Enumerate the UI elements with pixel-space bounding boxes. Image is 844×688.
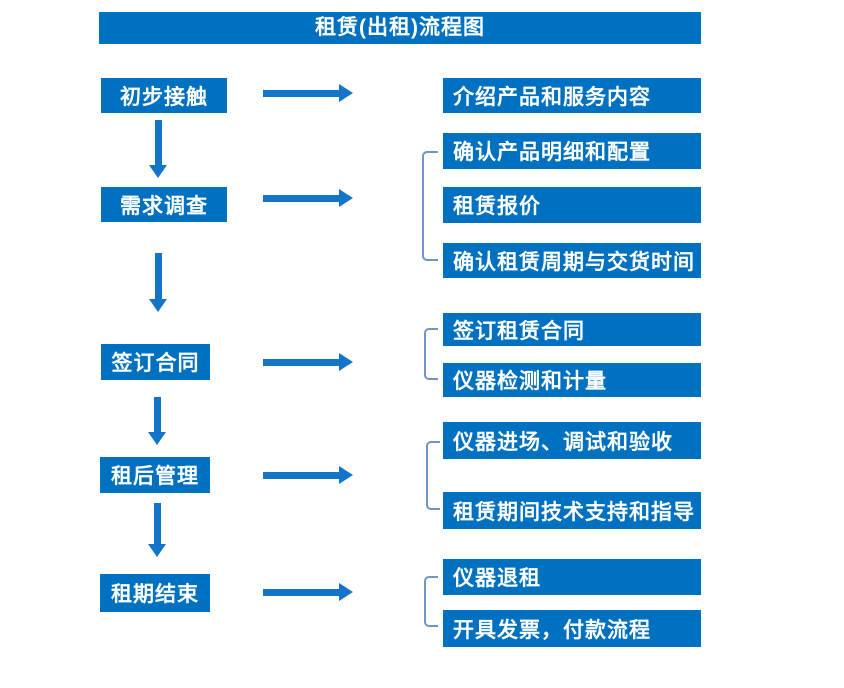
bracket-demand-survey-group <box>422 151 438 261</box>
step-box-rental-end: 租期结束 <box>100 574 210 612</box>
step-box-post-rental-management: 租后管理 <box>100 457 210 493</box>
detail-box-instrument-return: 仪器退租 <box>443 559 701 595</box>
step-box-demand-survey: 需求调查 <box>101 187 227 222</box>
detail-box-instrument-setup-acceptance: 仪器进场、调试和验收 <box>443 422 701 459</box>
arrow-right-icon <box>263 353 353 371</box>
detail-box-confirm-product-config: 确认产品明细和配置 <box>443 133 701 169</box>
detail-box-confirm-period-delivery: 确认租赁周期与交货时间 <box>443 243 701 278</box>
bracket-rental-end-group <box>424 576 438 627</box>
detail-box-introduce-products: 介绍产品和服务内容 <box>443 78 701 113</box>
detail-box-technical-support: 租赁期间技术支持和指导 <box>443 492 701 529</box>
step-box-initial-contact: 初步接触 <box>101 78 227 113</box>
arrow-right-icon <box>263 84 353 102</box>
bracket-post-rental-group <box>426 441 440 510</box>
arrow-right-icon <box>263 466 353 484</box>
detail-box-rental-quote: 租赁报价 <box>443 187 701 223</box>
detail-box-sign-rental-contract: 签订租赁合同 <box>443 313 701 346</box>
step-box-sign-contract: 签订合同 <box>101 344 210 380</box>
detail-box-instrument-inspection: 仪器检测和计量 <box>443 363 701 397</box>
flowchart-title: 租赁(出租)流程图 <box>99 12 701 44</box>
arrow-right-icon <box>263 189 353 207</box>
arrow-down-icon <box>148 503 166 557</box>
arrow-down-icon <box>148 397 166 445</box>
arrow-down-icon <box>149 120 167 178</box>
bracket-sign-contract-group <box>424 328 438 380</box>
arrow-right-icon <box>263 583 353 601</box>
detail-box-invoice-payment: 开具发票，付款流程 <box>443 610 701 647</box>
arrow-down-icon <box>149 253 167 312</box>
